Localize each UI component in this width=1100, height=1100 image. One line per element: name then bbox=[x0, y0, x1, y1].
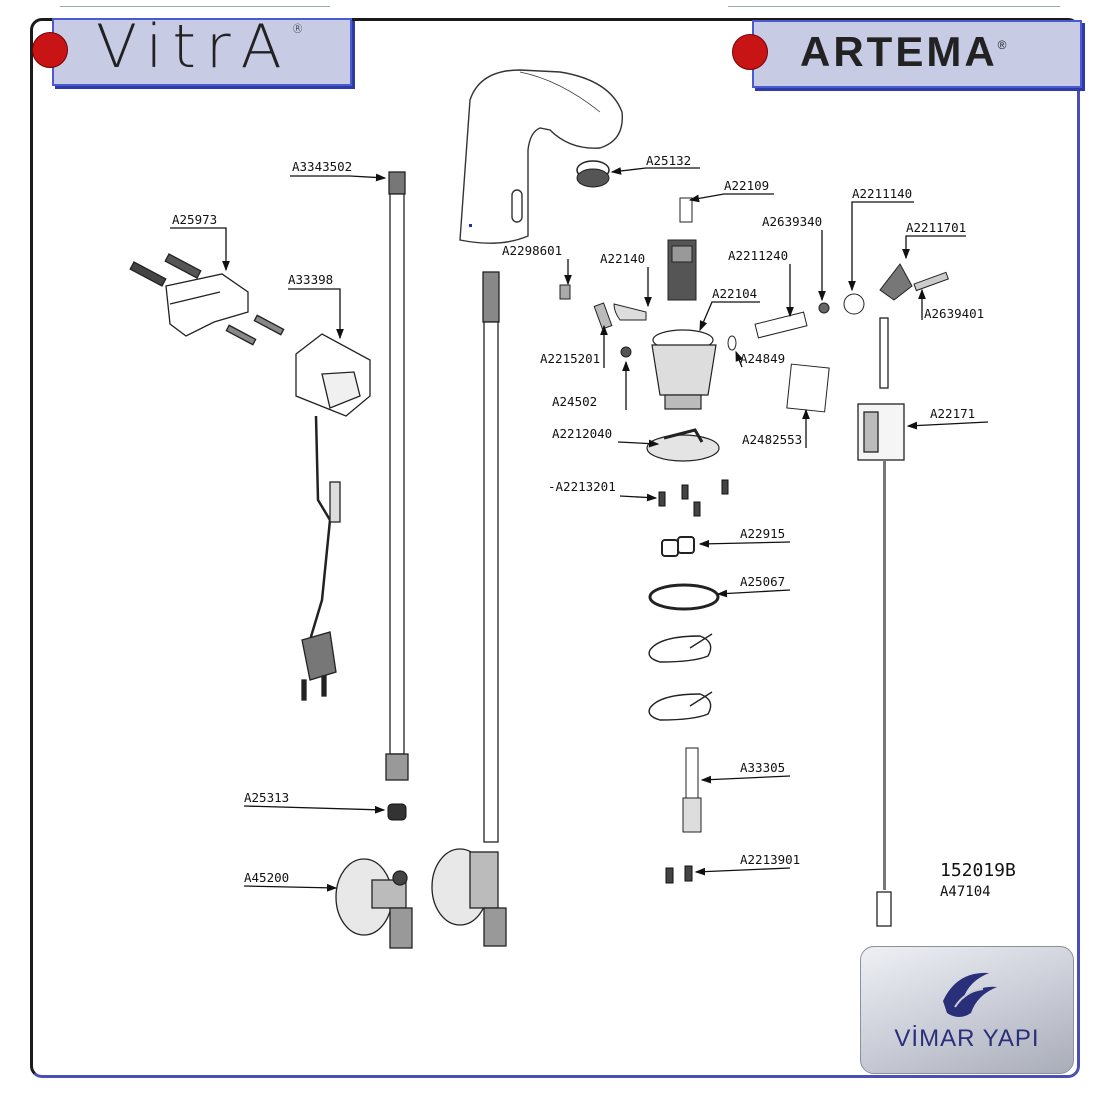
label-A22104: A22104 bbox=[712, 286, 757, 301]
label-A2211140: A2211140 bbox=[852, 186, 912, 201]
label-A22109: A22109 bbox=[724, 178, 769, 193]
vitra-logo-tab bbox=[52, 18, 352, 86]
threaded-rod-part bbox=[682, 747, 702, 833]
label-A22171: A22171 bbox=[930, 406, 975, 421]
leader-line bbox=[902, 235, 966, 260]
solenoid-valve-part bbox=[667, 197, 697, 301]
cap-part bbox=[387, 803, 407, 821]
leader-line bbox=[735, 350, 744, 368]
leader-line bbox=[848, 201, 914, 292]
leader-lines bbox=[170, 167, 989, 892]
vitra-logo: VitrA® bbox=[96, 12, 304, 82]
artema-logo-tab bbox=[752, 20, 1082, 88]
label-A25132: A25132 bbox=[646, 153, 691, 168]
leader-line bbox=[698, 539, 791, 548]
vimar-bird-logo-icon bbox=[943, 972, 997, 1017]
label-A33305: A33305 bbox=[740, 760, 785, 775]
angle-valve-right bbox=[431, 848, 507, 947]
leader-line bbox=[288, 288, 344, 340]
leader-line bbox=[170, 227, 230, 272]
leader-line bbox=[700, 775, 791, 784]
label-A2298601: A2298601 bbox=[502, 243, 562, 258]
screws-group bbox=[658, 479, 729, 884]
o-ring-part bbox=[648, 583, 720, 611]
leader-line bbox=[243, 805, 386, 814]
label-A25067: A25067 bbox=[740, 574, 785, 589]
drawing-frame bbox=[30, 18, 1080, 1078]
faucet-body bbox=[459, 69, 624, 244]
leader-line bbox=[619, 493, 658, 502]
label-A2639401: A2639401 bbox=[924, 306, 984, 321]
leader-line bbox=[243, 883, 338, 892]
part-labels: A3343502 A25973 A33398 A25132 A22109 A22… bbox=[172, 153, 1016, 900]
leader-line bbox=[716, 589, 791, 598]
sensor-module-part bbox=[857, 317, 905, 927]
red-bullet-right-icon bbox=[732, 34, 768, 70]
label-A2211240: A2211240 bbox=[728, 248, 788, 263]
label-A25973: A25973 bbox=[172, 212, 217, 227]
vimar-yapi-badge: VİMAR YAPI bbox=[860, 946, 1074, 1074]
power-adapter-part bbox=[295, 333, 371, 701]
label-A24502: A24502 bbox=[552, 394, 597, 409]
flex-hose-right bbox=[482, 271, 500, 843]
tab-top-line-left bbox=[60, 6, 330, 7]
label-A2215201: A2215201 bbox=[540, 351, 600, 366]
label-A45200: A45200 bbox=[244, 870, 289, 885]
label-A2213201: -A2213201 bbox=[548, 479, 616, 494]
leader-line bbox=[290, 173, 387, 182]
drawing-code: 152019B bbox=[940, 860, 1016, 881]
label-A2212040: A2212040 bbox=[552, 426, 612, 441]
leader-line bbox=[906, 421, 989, 430]
lock-washers-part bbox=[648, 633, 713, 721]
angle-valve-left bbox=[335, 858, 413, 949]
leader-line bbox=[688, 193, 774, 203]
valve-housing-part bbox=[651, 329, 717, 410]
label-A22140: A22140 bbox=[600, 251, 645, 266]
leader-line bbox=[610, 167, 700, 175]
flex-hose-left bbox=[385, 171, 409, 781]
vimar-yapi-text: VİMAR YAPI bbox=[894, 1025, 1040, 1052]
red-bullet-left-icon bbox=[32, 32, 68, 68]
leader-line bbox=[699, 301, 760, 332]
tab-top-line-right bbox=[728, 6, 1060, 7]
label-A3343502: A3343502 bbox=[292, 159, 352, 174]
small-parts-group bbox=[559, 263, 949, 413]
mounting-bracket-part bbox=[129, 253, 285, 346]
label-A24849: A24849 bbox=[740, 351, 785, 366]
mounting-plate-part bbox=[646, 428, 720, 462]
label-A2211701: A2211701 bbox=[906, 220, 966, 235]
label-A22915: A22915 bbox=[740, 526, 785, 541]
label-A25313: A25313 bbox=[244, 790, 289, 805]
label-A2482553: A2482553 bbox=[742, 432, 802, 447]
artema-logo: ARTEMA® bbox=[800, 28, 1007, 75]
label-A2213901: A2213901 bbox=[740, 852, 800, 867]
product-code: A47104 bbox=[940, 884, 991, 900]
aerator-part bbox=[576, 160, 610, 188]
label-A2639340: A2639340 bbox=[762, 214, 822, 229]
nuts-part bbox=[661, 536, 695, 557]
label-A33398: A33398 bbox=[288, 272, 333, 287]
leader-line bbox=[694, 867, 791, 876]
leader-line bbox=[617, 439, 660, 448]
